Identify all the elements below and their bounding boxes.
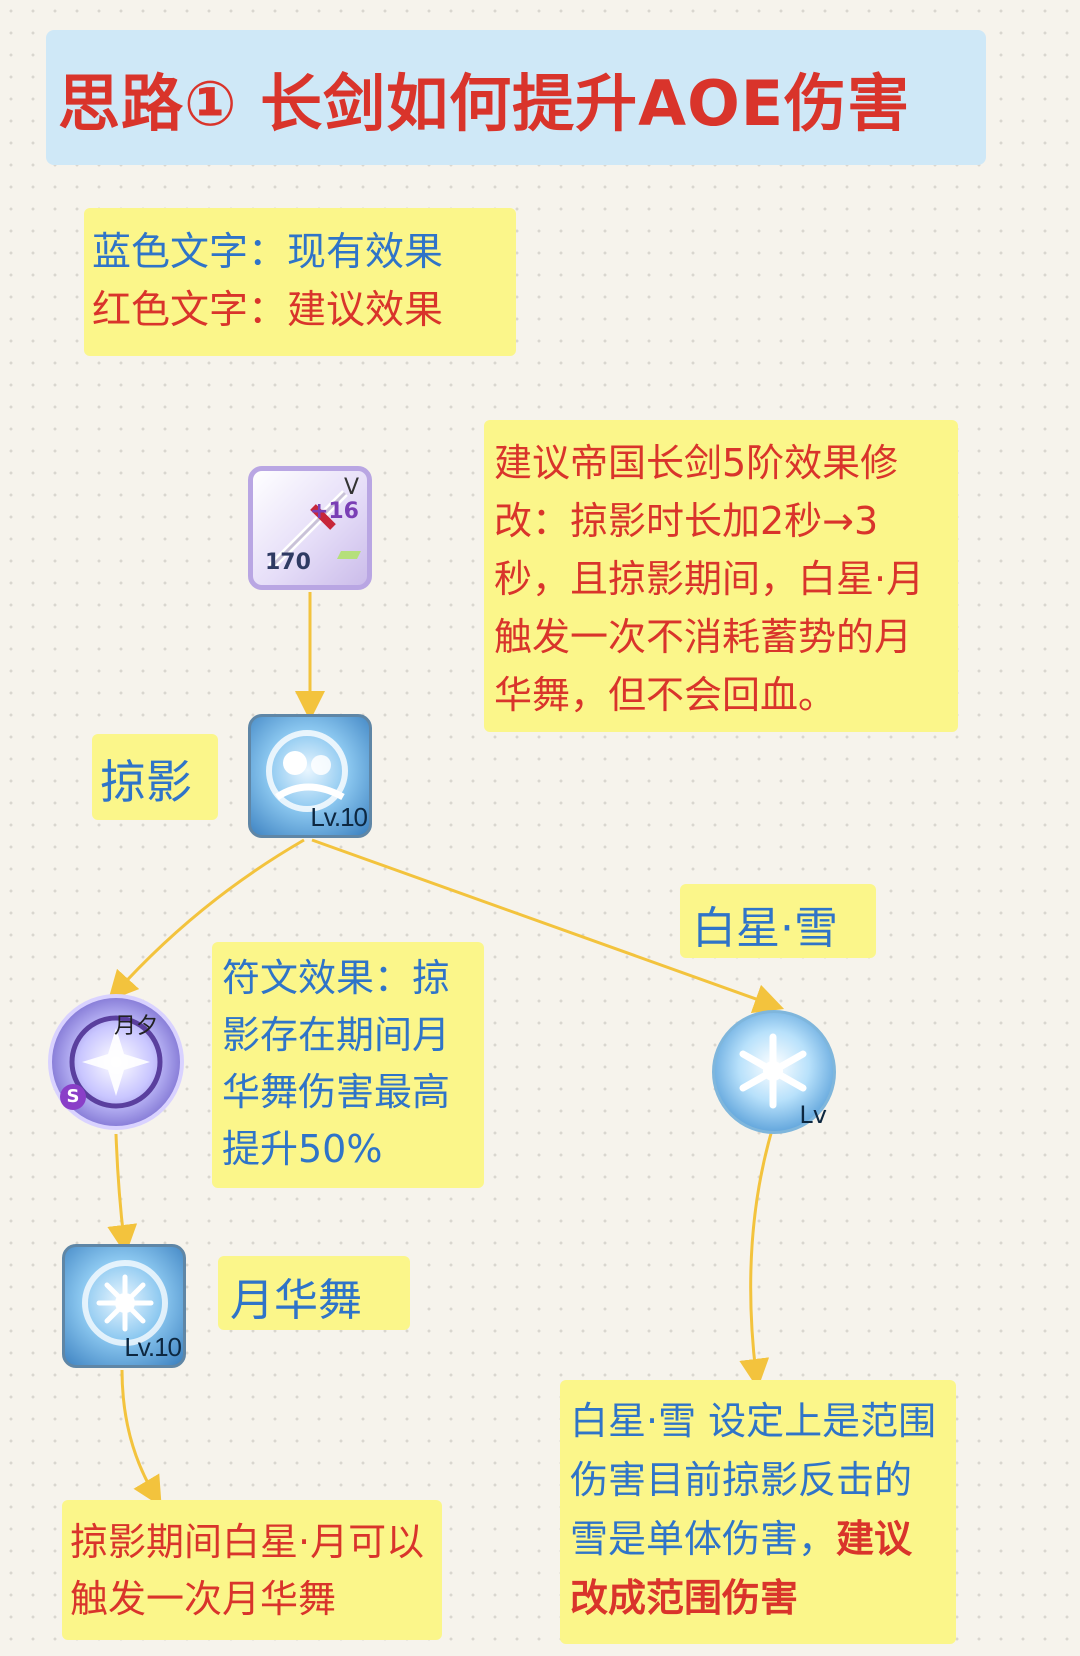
bottom-right-proposed: 建议改成范围伤害 [570, 1517, 913, 1620]
title-banner: 思路① 长剑如何提升AOE伤害 [46, 30, 986, 165]
arrow-rune-to-yuehua [107, 1133, 138, 1255]
arrow-snow-to-bottom [739, 1129, 774, 1389]
sword-icon: V +16 170 [248, 466, 372, 590]
label-yuehua: 月华舞 [218, 1256, 410, 1330]
label-luey: 掠影 [92, 734, 218, 820]
label-baixing-xue: 白星·雪 [680, 884, 876, 958]
sword-blade-icon [268, 490, 361, 570]
rune-tag: 月夕 [113, 1014, 158, 1039]
legend-note: 蓝色文字：现有效果 红色文字：建议效果 [84, 208, 516, 356]
rune-icon: 月夕 S [48, 994, 184, 1130]
page-title: 思路① 长剑如何提升AOE伤害 [58, 66, 911, 140]
skill-luey-icon: Lv.10 [248, 714, 372, 838]
proposal-note: 建议帝国长剑5阶效果修改：掠影时长加2秒→3秒，且掠影期间，白星·月 触发一次不… [484, 420, 958, 732]
bottom-right-current: 白星·雪 设定上是范围伤害目前掠影反击的雪是单体伤害， [570, 1399, 937, 1561]
sword-enhance: +16 [309, 499, 359, 524]
rune-rarity-badge: S [60, 1084, 86, 1110]
arrow-luey-to-rune [107, 838, 305, 1002]
legend-blue-line: 蓝色文字：现有效果 [92, 230, 444, 275]
sword-grade: V [343, 475, 359, 500]
sword-level: 170 [265, 550, 311, 575]
yuehua-level: Lv.10 [124, 1332, 182, 1362]
skill-yuehua-icon: Lv.10 [62, 1244, 186, 1368]
bottom-right-note: 白星·雪 设定上是范围伤害目前掠影反击的雪是单体伤害，建议改成范围伤害 [560, 1380, 956, 1644]
legend-red-line: 红色文字：建议效果 [92, 288, 444, 333]
arrow-luey-to-snow [311, 838, 785, 1014]
bottom-left-note: 掠影期间白星·月可以触发一次月华舞 [62, 1500, 442, 1640]
arrow-yuehua-to-bottom [120, 1369, 162, 1507]
snowflake-icon: Lv [712, 1010, 836, 1134]
rune-effect-note: 符文效果：掠影存在期间月华舞伤害最高提升50% [212, 942, 484, 1188]
luey-level: Lv.10 [310, 802, 368, 832]
snow-level: Lv [799, 1101, 827, 1129]
